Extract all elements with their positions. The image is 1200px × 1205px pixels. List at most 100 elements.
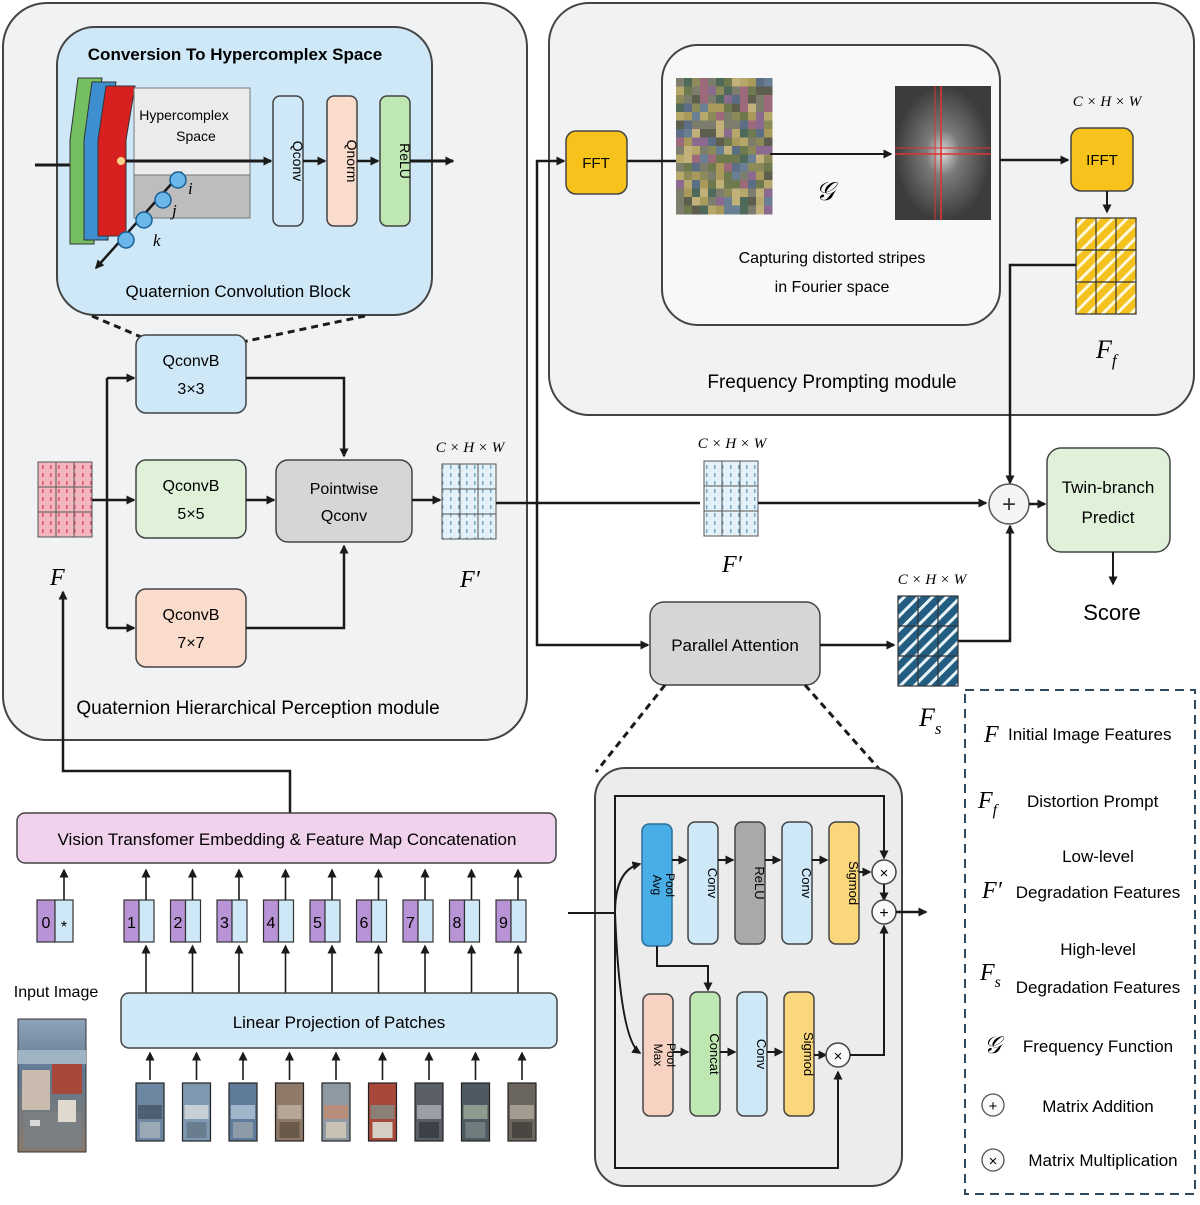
slab-red	[97, 85, 136, 237]
token-star-label: *	[61, 919, 67, 936]
ifft-label: IFFT	[1086, 152, 1118, 169]
legend-text-multiply: Matrix Multiplication	[1028, 1151, 1177, 1170]
token-embed	[138, 899, 155, 943]
token-embed	[184, 899, 202, 943]
legend-sym-Fprime: F′	[981, 878, 1003, 904]
token-label: 4	[267, 915, 276, 932]
maxpool-box	[642, 993, 674, 1117]
hyper-label-2: Space	[176, 128, 216, 144]
row1-relu-label: ReLU	[752, 866, 767, 899]
pointwise-qconv-box	[275, 459, 413, 543]
legend-text-Fprime-2: Degradation Features	[1016, 883, 1180, 902]
axis-label-k: k	[153, 231, 161, 250]
twin-branch-predict-box	[1046, 447, 1171, 553]
legend-text-G: Frequency Function	[1023, 1037, 1173, 1056]
fft-box	[565, 130, 628, 195]
bottom-to-add	[850, 924, 889, 1056]
row1-conv-b-box	[781, 821, 813, 945]
maxpool-label-2: Pool	[664, 1043, 678, 1067]
row1-sigmoid-box	[828, 821, 860, 945]
token-embed	[417, 899, 434, 943]
qconvb-7x7-box	[135, 588, 247, 668]
token-embed	[510, 899, 527, 943]
concat-label: Concat	[707, 1033, 722, 1075]
legend-sym-G: 𝒢	[984, 1033, 1005, 1059]
token-embed	[277, 899, 295, 943]
qconvb-5x5-box	[135, 459, 247, 539]
avg-to-concat	[656, 946, 713, 992]
token-label: 5	[313, 915, 322, 932]
axis-label-j: j	[170, 201, 177, 220]
7x7-to-pointwise	[246, 544, 349, 630]
frequency-module-title: Frequency Prompting module	[707, 372, 956, 393]
Ff-label: Ff	[1095, 335, 1119, 370]
row1-conv-a-label: Conv	[705, 868, 720, 899]
axis-node-k	[117, 231, 135, 249]
attention-zoom-right	[803, 684, 882, 771]
token-label: 3	[220, 915, 229, 932]
to-parallel-attention-line	[535, 503, 650, 650]
legend-text-Ff: Distortion Prompt	[1027, 792, 1159, 811]
image-patch	[507, 1082, 537, 1142]
token-label: 2	[174, 915, 183, 932]
skip-top	[614, 795, 889, 913]
fourier-caption-1: Capturing distorted stripes	[739, 250, 926, 267]
qconvb-5x5-name: QconvB	[163, 478, 220, 495]
to-fft-line	[535, 156, 566, 503]
g-function-label: 𝒢	[816, 177, 839, 206]
svg-text:×: ×	[834, 1048, 843, 1065]
feature-Fprime-grid-mid	[703, 460, 759, 537]
skip-bottom	[614, 913, 843, 1169]
axis-label-i: i	[188, 179, 193, 198]
token-label: 8	[453, 915, 462, 932]
token-0-label: 0	[42, 915, 51, 932]
add-symbol: +	[1002, 491, 1016, 518]
legend-sym-Ff: Ff	[977, 788, 1000, 819]
legend-multiply-icon	[981, 1148, 1005, 1172]
row2-sigmoid-label: Sigmod	[801, 1032, 816, 1076]
image-patch	[135, 1082, 165, 1142]
image-patch	[274, 1082, 305, 1142]
row2-conv-label: Conv	[754, 1039, 769, 1070]
row1-sigmoid-label: Sigmod	[846, 861, 861, 905]
ifft-box	[1070, 127, 1134, 192]
Fprime-label-mid: F′	[721, 552, 743, 578]
fourier-caption-2: in Fourier space	[775, 279, 890, 296]
image-patch	[460, 1082, 491, 1142]
token-label: 9	[499, 915, 508, 932]
image-patch	[228, 1082, 258, 1142]
Ff-to-add	[1005, 263, 1076, 485]
hyper-label-1: Hypercomplex	[139, 107, 228, 123]
concat-box	[689, 991, 721, 1117]
image-patch	[414, 1082, 444, 1142]
pointwise-label-1: Pointwise	[310, 481, 379, 498]
linear-projection-label: Linear Projection of Patches	[233, 1013, 446, 1032]
score-label: Score	[1083, 600, 1140, 625]
legend-multiply-symbol: ×	[989, 1153, 998, 1170]
qconvb-5x5-size: 5×5	[177, 506, 204, 523]
embedding-to-F-line	[58, 590, 292, 813]
twin-label-1: Twin-branch	[1062, 478, 1155, 497]
feature-Fprime-grid-left	[441, 463, 497, 540]
parallel-attention-box	[649, 601, 821, 686]
feature-F-grid	[37, 461, 93, 538]
token-embed	[231, 899, 248, 943]
avgpool-label-2: Pool	[663, 873, 677, 897]
token-label: 1	[127, 915, 136, 932]
qnorm-op-label: Qnorm	[344, 140, 360, 183]
row1-conv-b-label: Conv	[799, 868, 814, 899]
token-embed	[370, 899, 388, 943]
qhp-module-title: Quaternion Hierarchical Perception modul…	[76, 698, 439, 719]
qconvb-3x3-box	[135, 334, 247, 414]
legend-text-F: Initial Image Features	[1008, 725, 1171, 744]
legend-text-Fs-2: Degradation Features	[1016, 978, 1180, 997]
maxpool-label-1: Max	[651, 1044, 665, 1067]
token-label: 6	[360, 915, 369, 932]
feature-Fs-grid	[897, 595, 959, 687]
Fs-dim: C × H × W	[898, 572, 968, 588]
qconvb-7x7-size: 7×7	[177, 635, 204, 652]
token-embed	[463, 899, 481, 943]
axis-node-j	[154, 191, 172, 209]
Fs-label: Fs	[918, 703, 942, 738]
